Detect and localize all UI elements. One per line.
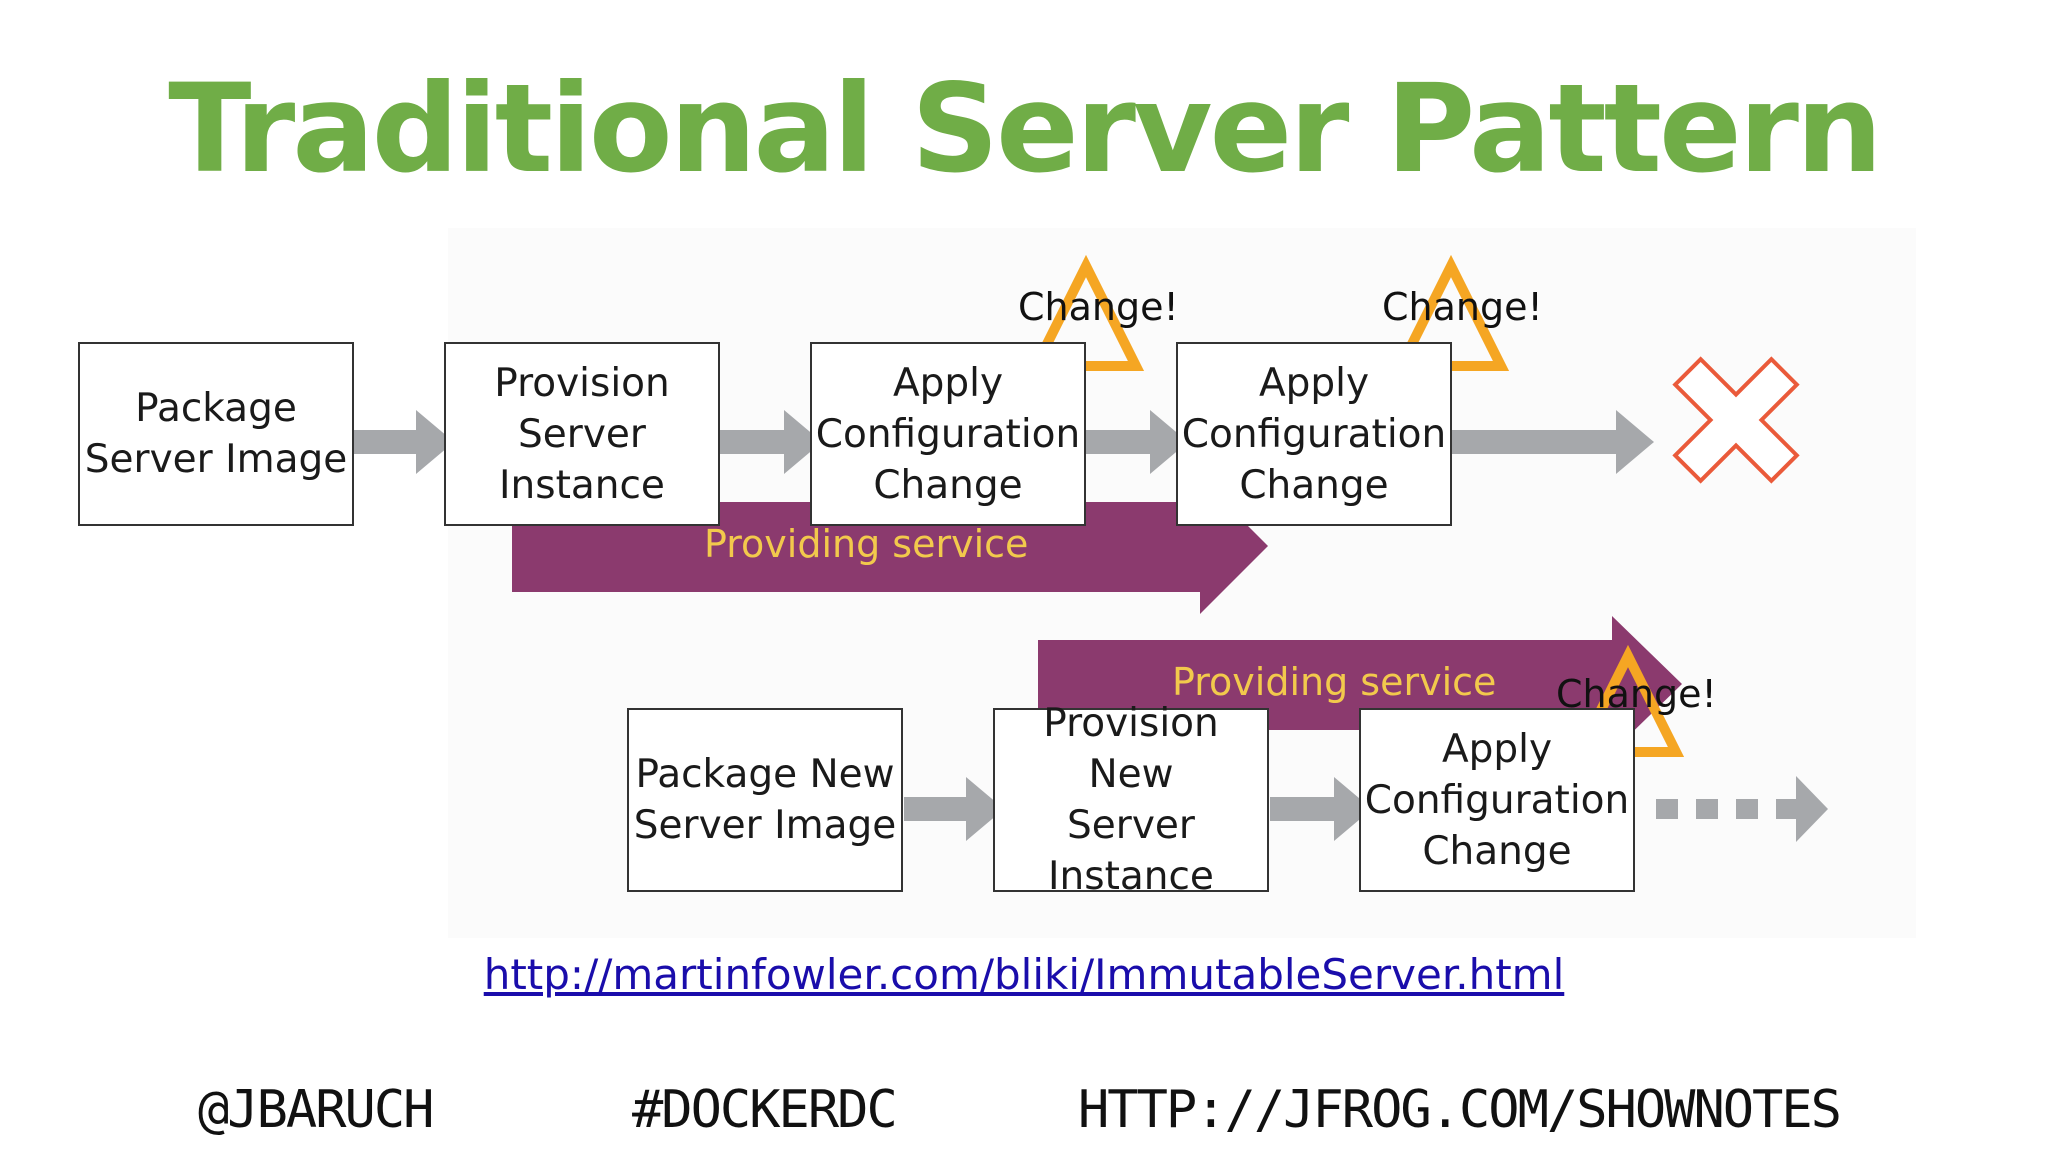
warning-triangle-icon	[1027, 254, 1145, 371]
step-box-package-server-image: Package Server Image	[78, 342, 354, 526]
footer-url: HTTP://JFROG.COM/SHOWNOTES	[1078, 1080, 1842, 1140]
footer-hashtag: #DOCKERDC	[632, 1080, 898, 1140]
flow-arrow-2	[720, 410, 822, 474]
slide-title: Traditional Server Pattern	[168, 58, 1882, 200]
step-box-package-new-server-image: Package New Server Image	[627, 708, 903, 892]
flow-arrow-6	[1270, 777, 1372, 841]
change-label-2: Change!	[1382, 285, 1543, 329]
change-label-3: Change!	[1556, 672, 1717, 716]
dotted-continuation-arrow	[1656, 776, 1828, 842]
service-band-label-1: Providing service	[704, 522, 1029, 566]
step-box-apply-configuration-change-3: Apply Configuration Change	[1359, 708, 1635, 892]
step-box-apply-configuration-change-1: Apply Configuration Change	[810, 342, 1086, 526]
flow-arrow-1	[354, 410, 454, 474]
change-label-1: Change!	[1018, 285, 1179, 329]
step-box-apply-configuration-change-2: Apply Configuration Change	[1176, 342, 1452, 526]
step-box-provision-new-server-instance: Provision New Server Instance	[993, 701, 1269, 899]
flow-arrow-4	[1452, 410, 1654, 474]
service-band-label-2: Providing service	[1172, 660, 1497, 704]
flow-arrow-3	[1086, 410, 1188, 474]
step-box-provision-server-instance: Provision Server Instance	[444, 342, 720, 526]
x-cross-icon	[1672, 356, 1800, 484]
reference-link[interactable]: http://martinfowler.com/bliki/ImmutableS…	[483, 950, 1565, 999]
footer-handle: @JBARUCH	[198, 1080, 434, 1140]
flow-arrow-5	[904, 777, 1004, 841]
